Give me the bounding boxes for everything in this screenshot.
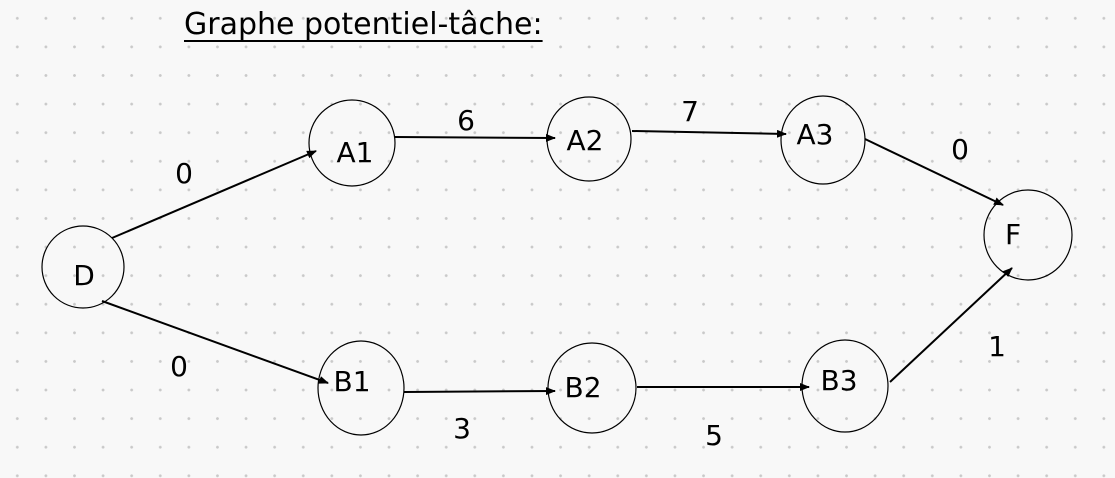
edge-weight-a1-a2: 6: [457, 104, 475, 137]
edge-d-a1: [111, 150, 317, 239]
node-circle-d: [41, 225, 125, 309]
edge-weight-d-b1: 0: [170, 350, 188, 383]
node-circle-b2: [547, 342, 637, 434]
node-label-a2: A2: [567, 124, 604, 157]
node-a2: A2: [546, 96, 632, 182]
edge-b3-f: [889, 267, 1013, 383]
node-b1: B1: [317, 340, 405, 436]
node-label-a3: A3: [797, 118, 834, 151]
node-circle-b1: [317, 340, 405, 436]
edges-layer: [101, 129, 1013, 396]
node-label-b1: B1: [333, 365, 370, 398]
edge-a1-a2: [394, 133, 556, 142]
node-b3: B3: [801, 339, 889, 433]
node-b2: B2: [547, 342, 637, 434]
node-label-d: D: [73, 259, 95, 292]
edge-b1-b2: [403, 387, 556, 396]
diagram-title: Graphe potentiel-tâche:: [184, 7, 543, 42]
node-a1: A1: [308, 99, 396, 187]
edge-weight-b3-f: 1: [988, 330, 1006, 363]
node-circle-a2: [546, 96, 632, 182]
edge-weight-b2-b3: 5: [705, 419, 723, 452]
edge-a2-a3: [631, 129, 787, 138]
node-circle-f: [983, 189, 1073, 281]
node-f: F: [983, 189, 1073, 281]
edge-weight-a3-f: 0: [951, 133, 969, 166]
edge-weight-b1-b2: 3: [453, 412, 471, 445]
edge-a3-f: [864, 138, 1004, 206]
edge-d-b1: [101, 300, 329, 384]
node-label-f: F: [1005, 218, 1021, 251]
node-a3: A3: [780, 95, 866, 185]
node-circle-b3: [801, 339, 889, 433]
node-circle-a1: [308, 99, 396, 187]
edge-weight-a2-a3: 7: [681, 95, 699, 128]
edge-labels-layer: 0 6 7 0 0 3 5 1: [170, 95, 1006, 452]
node-label-b3: B3: [820, 364, 857, 397]
node-circle-a3: [780, 95, 866, 185]
node-label-a1: A1: [337, 136, 374, 169]
node-d: D: [41, 225, 125, 309]
node-label-b2: B2: [564, 371, 601, 404]
edge-weight-d-a1: 0: [175, 157, 193, 190]
